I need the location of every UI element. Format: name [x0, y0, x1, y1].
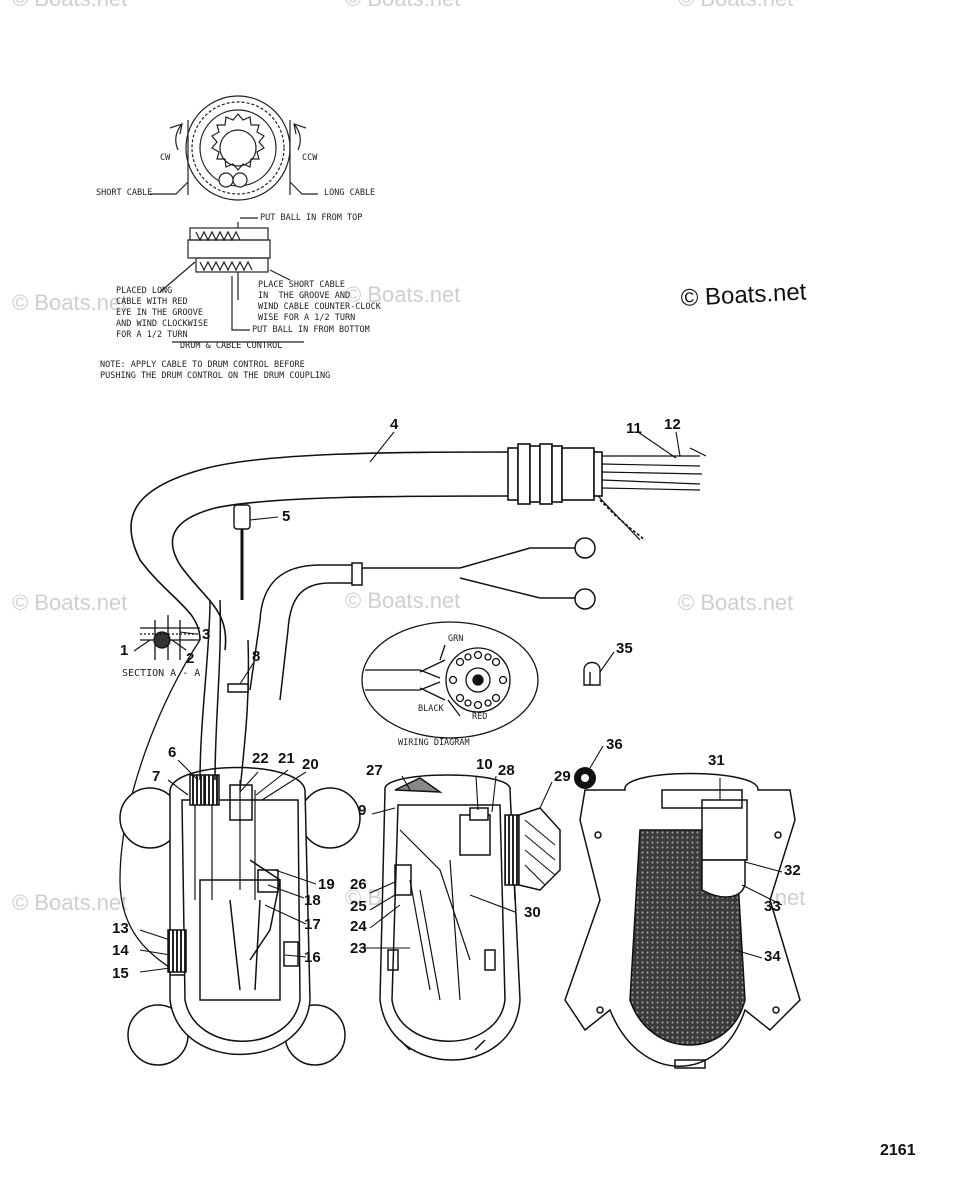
callout-13: 13	[112, 920, 129, 937]
put-ball-top-label: PUT BALL IN FROM TOP	[260, 213, 363, 223]
watermark: © Boats.net	[678, 0, 793, 12]
callout-35: 35	[616, 640, 633, 657]
callout-22: 22	[252, 750, 269, 767]
drum-title: DRUM & CABLE CONTROL	[180, 341, 283, 351]
drum-detail-drawing	[150, 95, 318, 343]
callout-29: 29	[554, 768, 571, 785]
watermark: © Boats.net	[678, 590, 794, 615]
callout-17: 17	[304, 916, 321, 933]
wiring-diagram-label: WIRING DIAGRAM	[398, 738, 470, 748]
pedal-top-cover	[564, 772, 801, 1069]
callout-24: 24	[350, 918, 367, 935]
cable-plug	[233, 504, 251, 600]
figure-number: 2161	[880, 1142, 916, 1159]
ccw-label: CCW	[302, 153, 318, 163]
callout-27: 27	[366, 762, 383, 779]
watermark: © Boats.net	[12, 290, 128, 315]
placed-long-note: PLACED LONG CABLE WITH RED EYE IN THE GR…	[116, 286, 209, 340]
wiring-diagram	[361, 621, 539, 739]
wire-label-black: BLACK	[418, 704, 444, 714]
cable-loop	[119, 639, 201, 976]
put-ball-bottom-label: PUT BALL IN FROM BOTTOM	[252, 325, 370, 335]
callout-34: 34	[764, 948, 781, 965]
place-short-note: PLACE SHORT CABLE IN THE GROOVE AND WIND…	[258, 280, 381, 323]
callout-20: 20	[302, 756, 319, 773]
section-label: SECTION A - A	[122, 668, 201, 679]
section-detail	[140, 615, 200, 660]
callout-3: 3	[202, 626, 211, 643]
callout-19: 19	[318, 876, 335, 893]
drum-note: NOTE: APPLY CABLE TO DRUM CONTROL BEFORE…	[100, 360, 331, 381]
callout-26: 26	[350, 876, 367, 893]
callout-31: 31	[708, 752, 725, 769]
cw-label: CW	[160, 153, 171, 163]
callout-11: 11	[626, 420, 642, 437]
callout-33: 33	[764, 898, 781, 915]
callout-28: 28	[498, 762, 515, 779]
clip-part	[583, 661, 601, 686]
callout-23: 23	[350, 940, 367, 957]
short-cable-label: SHORT CABLE	[96, 188, 153, 198]
callout-18: 18	[304, 892, 321, 909]
watermark: © Boats.net	[12, 590, 128, 615]
callout-8: 8	[252, 648, 261, 665]
callout-4: 4	[390, 416, 399, 433]
callout-1: 1	[120, 642, 129, 659]
watermark: © Boats.net	[12, 890, 128, 915]
pedal-housing-middle	[379, 774, 561, 1061]
watermark: © Boats.net	[345, 588, 461, 613]
power-leads	[249, 537, 596, 701]
long-cable-label: LONG CABLE	[324, 188, 376, 198]
callout-15: 15	[112, 965, 129, 982]
callout-12: 12	[664, 416, 681, 433]
wire-label-red: RED	[472, 712, 488, 722]
pedal-base-open	[119, 599, 361, 1066]
watermark: © Boats.net	[345, 0, 460, 12]
callout-14: 14	[112, 942, 129, 959]
callout-30: 30	[524, 904, 541, 921]
callout-25: 25	[350, 898, 367, 915]
callout-10: 10	[476, 756, 493, 773]
callout-21: 21	[278, 750, 295, 767]
callout-16: 16	[304, 949, 321, 966]
callout-32: 32	[784, 862, 801, 879]
grommet-part	[574, 767, 596, 789]
callout-9: 9	[358, 802, 367, 819]
watermark: © Boats.net	[12, 0, 127, 12]
leader-lines	[133, 431, 783, 973]
callout-36: 36	[606, 736, 623, 753]
callout-2: 2	[186, 650, 195, 667]
callout-6: 6	[168, 744, 177, 761]
wire-label-grn: GRN	[448, 634, 464, 644]
watermark: © Boats.net	[345, 282, 461, 307]
callout-7: 7	[152, 768, 161, 785]
main-cable	[130, 443, 707, 651]
callout-5: 5	[282, 508, 291, 525]
